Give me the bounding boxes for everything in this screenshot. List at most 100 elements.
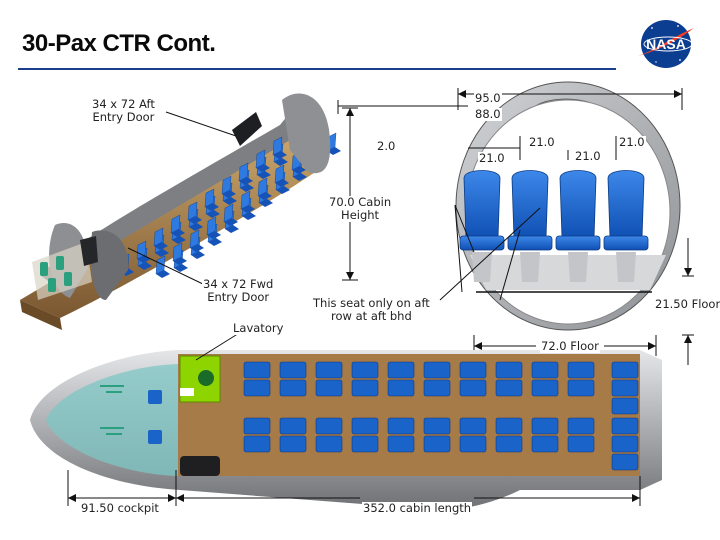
lavatory-label: Lavatory	[232, 321, 285, 335]
seat-width-value-2: 21.0	[528, 135, 556, 149]
floor-width-value: 72.0 Floor	[540, 339, 600, 353]
plan-seat-aft	[611, 361, 639, 379]
nasa-logo: NASA	[638, 20, 694, 68]
plan-seat-rows	[243, 361, 639, 471]
plan-seat-aft	[611, 453, 639, 471]
isometric-seat	[255, 149, 270, 172]
plan-seat	[567, 435, 595, 453]
plan-seat	[315, 379, 343, 397]
plan-seat	[387, 361, 415, 379]
plan-seat	[567, 417, 595, 435]
fwd-entry-door-label: 34 x 72 Fwd Entry Door	[202, 277, 275, 304]
lavatory-sink	[180, 388, 194, 396]
plan-seat	[423, 417, 451, 435]
plan-seat	[279, 379, 307, 397]
cross-section-seat	[603, 170, 649, 282]
plan-seat	[459, 435, 487, 453]
forward-bulkhead	[90, 230, 129, 300]
page-title: 30-Pax CTR Cont.	[22, 30, 216, 57]
plan-seat	[243, 417, 271, 435]
plan-seat	[243, 435, 271, 453]
plan-seat	[423, 435, 451, 453]
isometric-seat	[272, 136, 287, 159]
isometric-seat	[172, 242, 187, 265]
isometric-seat	[204, 188, 219, 211]
cabin-plan-view	[30, 350, 662, 510]
isometric-seat	[187, 201, 202, 224]
plan-seat	[315, 361, 343, 379]
forward-entry-door	[80, 236, 98, 266]
aft-door-leader	[165, 111, 237, 137]
plan-seat	[279, 417, 307, 435]
plan-seat	[531, 379, 559, 397]
plan-seat	[531, 361, 559, 379]
isometric-seat	[240, 190, 255, 213]
plan-seat	[243, 361, 271, 379]
plan-seat	[495, 361, 523, 379]
plan-seat	[567, 379, 595, 397]
plan-seat-aft	[611, 435, 639, 453]
plan-seat	[387, 435, 415, 453]
lavatory-leader	[195, 329, 245, 361]
seat-width-value-3: 21.0	[574, 149, 602, 163]
aft-bulkhead	[282, 93, 331, 174]
seat-width-value-1: 21.0	[478, 151, 506, 165]
plan-cockpit-consoles	[100, 385, 124, 435]
floor-height-value: 21.50 Floor	[654, 297, 720, 311]
plan-seat	[459, 417, 487, 435]
plan-seat	[351, 379, 379, 397]
plan-seat	[423, 361, 451, 379]
plan-seat	[459, 361, 487, 379]
seat-note-label: This seat only on aft row at aft bhd	[312, 296, 431, 323]
aft-entry-door	[232, 112, 262, 146]
plan-seat-aft	[611, 397, 639, 415]
seat-note-leader	[439, 207, 541, 301]
nasa-logo-text: NASA	[646, 36, 686, 52]
plan-seat	[351, 435, 379, 453]
isometric-seat	[153, 227, 168, 250]
isometric-seat	[238, 162, 253, 185]
plan-seat-aft	[611, 379, 639, 397]
plan-seat	[315, 435, 343, 453]
cabin-length-value: 352.0 cabin length	[362, 501, 473, 515]
cross-section-seat	[507, 170, 553, 282]
plan-seat	[315, 417, 343, 435]
plan-cockpit-seats	[148, 390, 162, 444]
cross-section-seat	[459, 170, 505, 282]
isometric-seat	[155, 255, 170, 278]
plan-seat	[423, 379, 451, 397]
plan-seat	[495, 435, 523, 453]
title-divider	[18, 68, 616, 70]
plan-seat	[495, 379, 523, 397]
isometric-seat	[189, 229, 204, 252]
isometric-cockpit-seats	[40, 256, 72, 292]
inner-width-value: 88.0	[474, 107, 502, 121]
isometric-seat	[221, 175, 236, 198]
isometric-seat	[170, 214, 185, 237]
aisle-offset-value: 2.0	[376, 139, 397, 153]
plan-seat	[531, 435, 559, 453]
plan-seat	[279, 361, 307, 379]
plan-seat	[495, 417, 523, 435]
cockpit-area	[46, 364, 178, 476]
isometric-cabin-view	[20, 93, 341, 330]
isometric-seat	[274, 164, 289, 187]
plan-seat	[387, 379, 415, 397]
floor-beam-area	[470, 255, 666, 290]
galley-plan	[180, 456, 220, 476]
plan-seat	[459, 379, 487, 397]
fwd-door-leader	[127, 247, 206, 286]
lavatory-toilet	[198, 370, 214, 386]
cross-section-seat	[555, 170, 601, 282]
outer-width-value: 95.0	[474, 91, 502, 105]
plan-seat	[567, 361, 595, 379]
cabin-height-label: 70.0 Cabin Height	[328, 195, 393, 222]
seat-width-value-4: 21.0	[618, 135, 646, 149]
plan-seat	[387, 417, 415, 435]
cockpit-length-value: 91.50 cockpit	[80, 501, 160, 515]
plan-seat	[351, 417, 379, 435]
plan-seat	[351, 361, 379, 379]
isometric-seat	[206, 216, 221, 239]
cross-section-seats	[459, 170, 649, 282]
